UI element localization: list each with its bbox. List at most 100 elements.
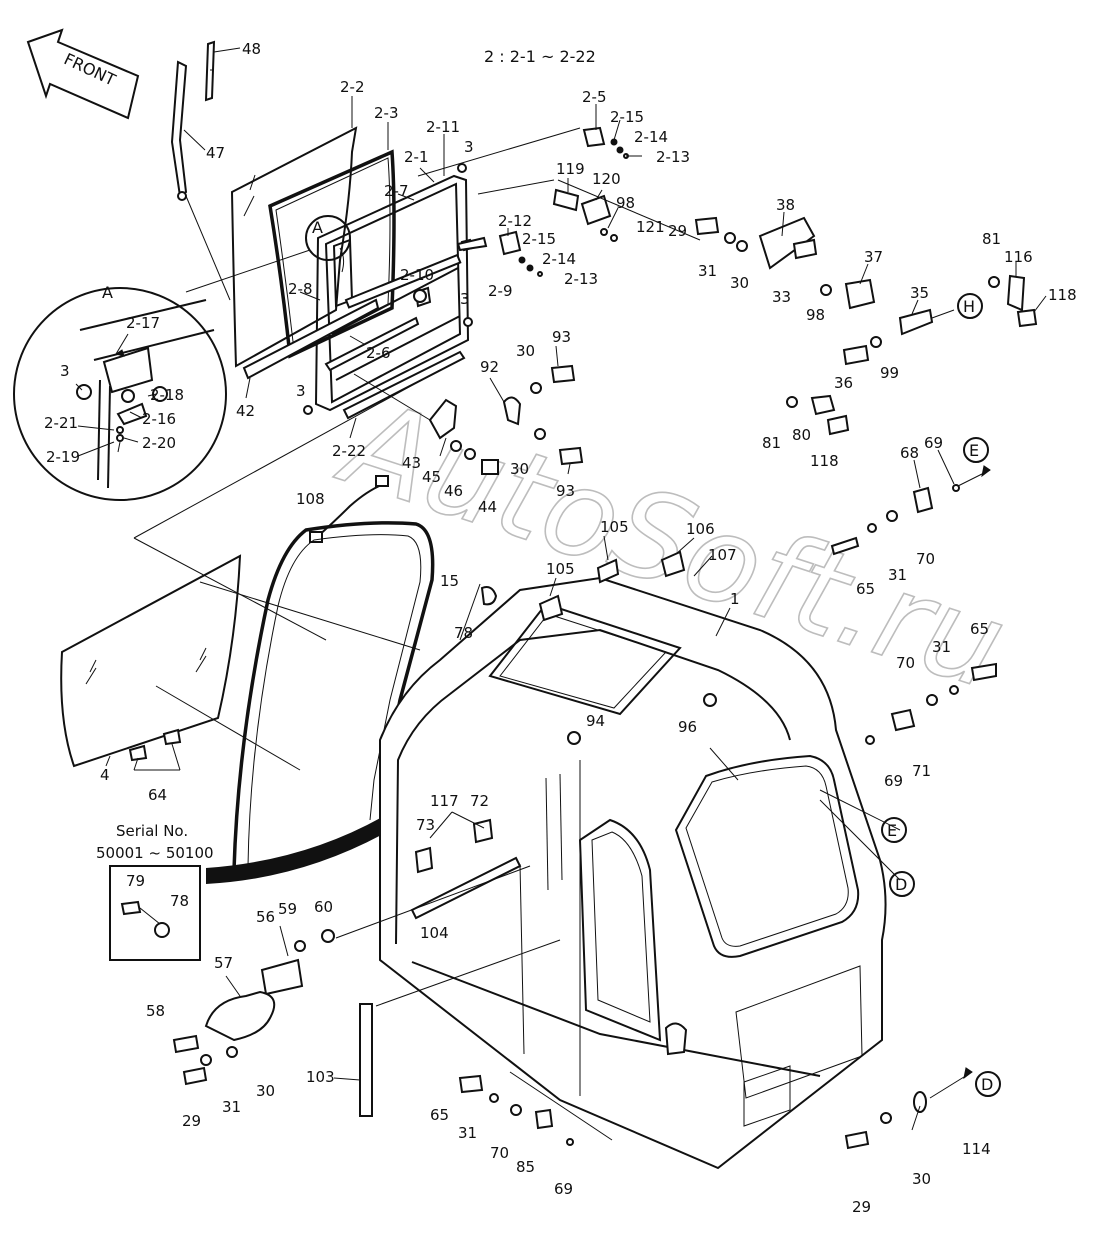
label-59: 59 — [278, 900, 297, 918]
label-2-5: 2-5 — [582, 88, 607, 106]
label-80: 80 — [792, 426, 811, 444]
label-29c: 29 — [852, 1198, 871, 1216]
label-30a: 30 — [516, 342, 535, 360]
label-108: 108 — [296, 490, 325, 508]
label-2-6: 2-6 — [366, 344, 391, 362]
label-2-10: 2-10 — [400, 266, 434, 284]
label-118b: 118 — [810, 452, 839, 470]
label-30e: 30 — [912, 1170, 931, 1188]
ref-h-1: H — [963, 297, 975, 316]
wiper-assembly — [170, 40, 241, 301]
label-116: 116 — [1004, 248, 1033, 266]
label-2-9: 2-9 — [488, 282, 513, 300]
label-81a: 81 — [982, 230, 1001, 248]
label-37: 37 — [864, 248, 883, 266]
label-2-7: 2-7 — [384, 182, 409, 200]
label-57: 57 — [214, 954, 233, 972]
label-47: 47 — [206, 144, 225, 162]
label-70c: 70 — [490, 1144, 509, 1162]
label-65c: 65 — [430, 1106, 449, 1124]
label-70b: 70 — [896, 654, 915, 672]
label-106: 106 — [686, 520, 715, 538]
label-121: 121 — [636, 218, 665, 236]
label-36: 36 — [834, 374, 853, 392]
window-frame-2-1 — [314, 174, 470, 412]
serial-title: Serial No. — [116, 822, 188, 840]
label-65a: 65 — [856, 580, 875, 598]
label-78a: 78 — [454, 624, 473, 642]
leaders — [75, 96, 1047, 1141]
detail-a-label: A — [102, 283, 113, 302]
label-73: 73 — [416, 816, 435, 834]
rail-2-22 — [342, 350, 466, 420]
label-33: 33 — [772, 288, 791, 306]
label-71: 71 — [912, 762, 931, 780]
label-119: 119 — [556, 160, 585, 178]
label-3d: 3 — [60, 362, 70, 380]
label-2-11: 2-11 — [426, 118, 460, 136]
label-30b: 30 — [510, 460, 529, 478]
label-2-14a: 2-14 — [634, 128, 668, 146]
group-note: 2 : 2-1 ~ 2-22 — [484, 47, 596, 66]
upper-fittings — [303, 126, 701, 415]
label-103: 103 — [306, 1068, 335, 1086]
label-2-18: 2-18 — [150, 386, 184, 404]
rail-2-6 — [324, 316, 420, 372]
label-2-20: 2-20 — [142, 434, 176, 452]
label-44: 44 — [478, 498, 497, 516]
label-69c: 69 — [554, 1180, 573, 1198]
label-68: 68 — [900, 444, 919, 462]
label-31e: 31 — [458, 1124, 477, 1142]
label-118a: 118 — [1048, 286, 1077, 304]
label-64: 64 — [148, 786, 167, 804]
label-29b: 29 — [182, 1112, 201, 1130]
label-56: 56 — [256, 908, 275, 926]
label-81b: 81 — [762, 434, 781, 452]
label-31b: 31 — [888, 566, 907, 584]
label-35: 35 — [910, 284, 929, 302]
side-glass-4 — [60, 554, 242, 768]
label-15: 15 — [440, 572, 459, 590]
label-98b: 98 — [806, 306, 825, 324]
serial-range: 50001 ~ 50100 — [96, 844, 214, 862]
label-38: 38 — [776, 196, 795, 214]
detail-view-a — [13, 287, 227, 501]
cab-small-parts — [172, 550, 997, 1150]
label-45: 45 — [422, 468, 441, 486]
detail-a-marker: A — [312, 218, 323, 237]
label-92: 92 — [480, 358, 499, 376]
label-29a: 29 — [668, 222, 687, 240]
label-117: 117 — [430, 792, 459, 810]
rail-42 — [242, 298, 380, 380]
label-3c: 3 — [296, 382, 306, 400]
door-seal-15 — [206, 521, 435, 884]
part-labels: 48 47 2-2 2-3 2-11 3 2-1 2-7 2-5 2-15 2-… — [44, 40, 1077, 1216]
serial-box — [109, 865, 201, 961]
label-70a: 70 — [916, 550, 935, 568]
label-2-14b: 2-14 — [542, 250, 576, 268]
label-2-3: 2-3 — [374, 104, 399, 122]
label-98a: 98 — [616, 194, 635, 212]
label-65b: 65 — [970, 620, 989, 638]
label-2-8: 2-8 — [288, 280, 313, 298]
label-2-12: 2-12 — [498, 212, 532, 230]
label-2-15b: 2-15 — [522, 230, 556, 248]
label-114: 114 — [962, 1140, 991, 1158]
label-99: 99 — [880, 364, 899, 382]
label-43: 43 — [402, 454, 421, 472]
front-arrow: FRONT — [26, 28, 140, 120]
label-2-15a: 2-15 — [610, 108, 644, 126]
label-85: 85 — [516, 1158, 535, 1176]
label-1: 1 — [730, 590, 740, 608]
label-2-13a: 2-13 — [656, 148, 690, 166]
label-107: 107 — [708, 546, 737, 564]
ref-e-1: E — [969, 441, 979, 460]
label-2-13b: 2-13 — [564, 270, 598, 288]
right-upper-parts — [694, 216, 1038, 556]
label-120: 120 — [592, 170, 621, 188]
label-3b: 3 — [460, 290, 470, 308]
detail-a-callout — [305, 215, 351, 261]
label-2-21: 2-21 — [44, 414, 78, 432]
label-46: 46 — [444, 482, 463, 500]
